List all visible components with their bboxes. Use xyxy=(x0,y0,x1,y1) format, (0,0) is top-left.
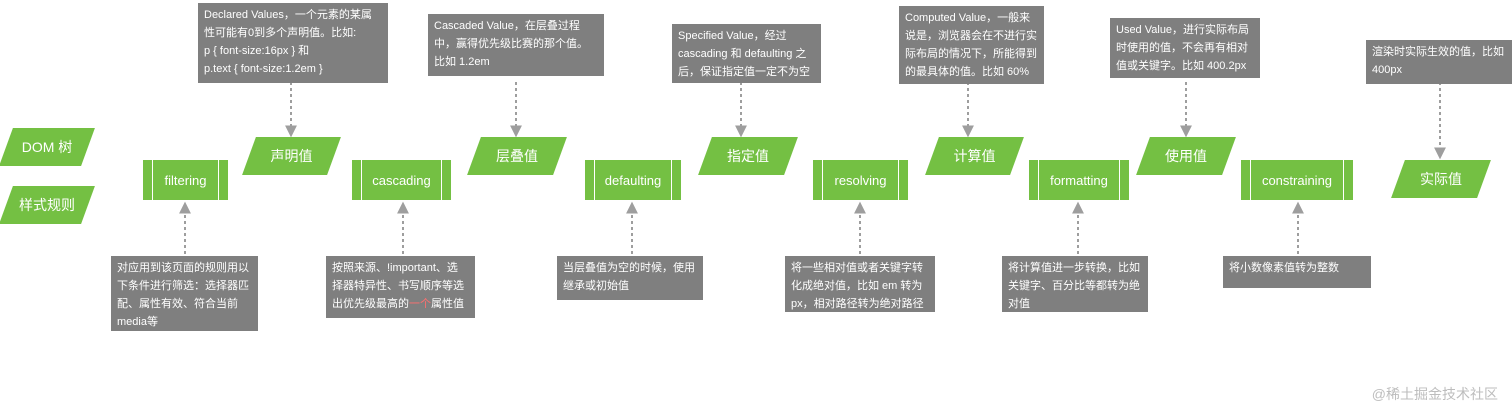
value-specified-label: 指定值 xyxy=(727,148,769,164)
value-cascaded: 层叠值 xyxy=(474,137,560,175)
value-cascaded-label: 层叠值 xyxy=(496,148,538,164)
note-used: Used Value，进行实际布局 时使用的值，不会再有相对 值或关键字。比如 … xyxy=(1110,18,1260,78)
note-cascading-highlight: 一个 xyxy=(409,298,431,310)
note-filtering: 对应用到该页面的规则用以 下条件进行筛选：选择器匹 配、属性有效、符合当前 me… xyxy=(111,256,258,331)
note-declared: Declared Values，一个元素的某属 性可能有0到多个声明值。比如: … xyxy=(198,3,388,83)
note-cascading-tail: 属性值 xyxy=(431,298,464,310)
process-defaulting: defaulting xyxy=(585,160,681,200)
value-declared-label: 声明值 xyxy=(270,148,313,164)
process-constraining-label: constraining xyxy=(1261,172,1333,188)
note-cascading-text: 按照来源、!important、选 择器特异性、书写顺序等选 出优先级最高的 xyxy=(332,262,464,310)
note-formatting: 将计算值进一步转换，比如 关键字、百分比等都转为绝 对值 xyxy=(1002,256,1148,312)
note-resolving: 将一些相对值或者关键字转 化成绝对值，比如 em 转为 px，相对路径转为绝对路… xyxy=(785,256,935,312)
value-computed-label: 计算值 xyxy=(953,148,996,164)
note-cascaded: Cascaded Value，在层叠过程 中，赢得优先级比赛的那个值。 比如 1… xyxy=(428,14,604,76)
process-constraining: constraining xyxy=(1241,160,1353,200)
value-computed: 计算值 xyxy=(932,137,1017,175)
input-dom-tree: DOM 树 xyxy=(6,128,88,166)
process-formatting-label: formatting xyxy=(1050,172,1108,188)
process-cascading: cascading xyxy=(352,160,451,200)
note-specified: Specified Value，经过 cascading 和 defaultin… xyxy=(672,24,821,83)
value-used-label: 使用值 xyxy=(1165,148,1207,164)
value-used: 使用值 xyxy=(1143,137,1229,175)
value-declared: 声明值 xyxy=(249,137,334,175)
value-actual: 实际值 xyxy=(1398,160,1484,198)
process-filtering-label: filtering xyxy=(164,172,207,188)
process-filtering: filtering xyxy=(143,160,228,200)
note-defaulting: 当层叠值为空的时候，使用 继承或初始值 xyxy=(557,256,703,300)
value-actual-label: 实际值 xyxy=(1420,171,1462,187)
note-constraining: 将小数像素值转为整数 xyxy=(1223,256,1371,288)
process-resolving-label: resolving xyxy=(834,172,887,188)
note-cascading: 按照来源、!important、选 择器特异性、书写顺序等选 出优先级最高的一个… xyxy=(326,256,475,318)
process-formatting: formatting xyxy=(1029,160,1129,200)
process-cascading-label: cascading xyxy=(372,172,431,188)
value-specified: 指定值 xyxy=(705,137,791,175)
note-computed: Computed Value，一般来 说是，浏览器会在不进行实 际布局的情况下，… xyxy=(899,6,1044,84)
note-actual: 渲染时实际生效的值，比如 400px xyxy=(1366,40,1512,84)
watermark: @稀土掘金技术社区 xyxy=(1371,386,1498,402)
process-defaulting-label: defaulting xyxy=(604,172,662,188)
input-style-rules: 样式规则 xyxy=(6,186,88,224)
input-style-rules-label: 样式规则 xyxy=(19,197,75,213)
input-dom-tree-label: DOM 树 xyxy=(21,139,73,155)
process-resolving: resolving xyxy=(813,160,908,200)
